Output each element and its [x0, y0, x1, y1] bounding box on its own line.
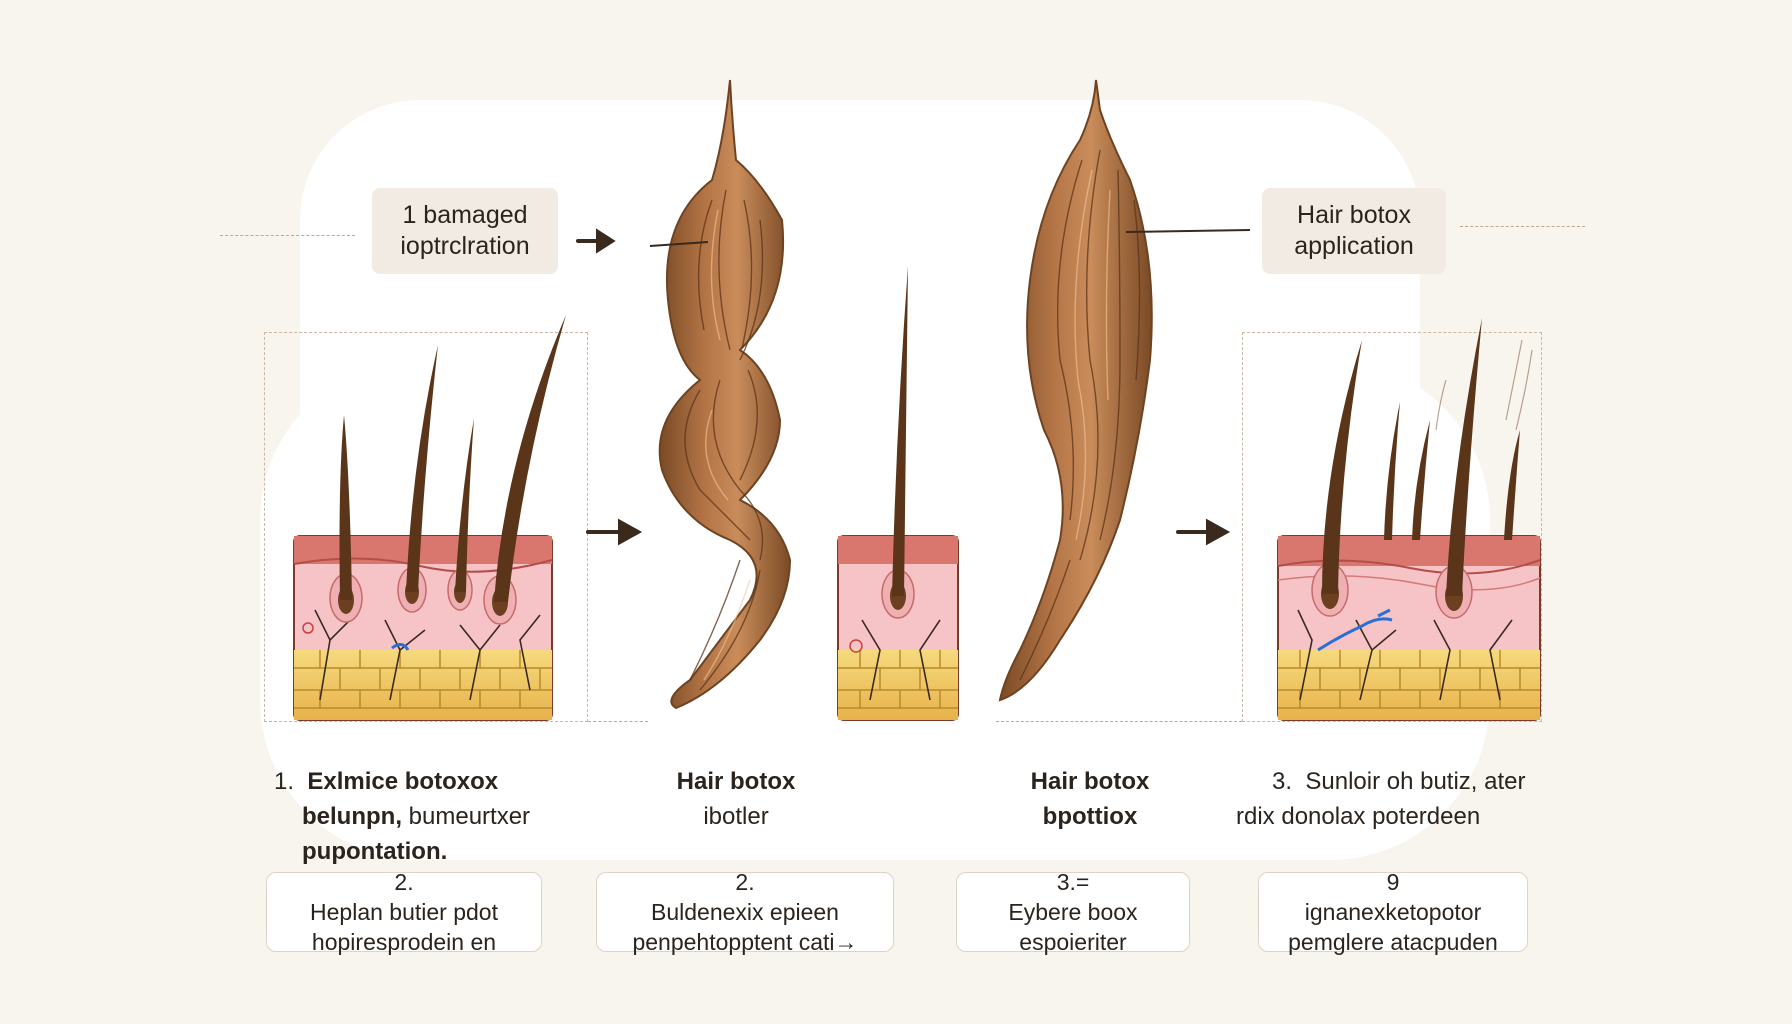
- note-line: penpehtopptent cati→: [632, 929, 858, 955]
- skin-section-3: [837, 266, 959, 721]
- note-line: ignanexketopotor: [1304, 899, 1482, 925]
- panel-frame-4: [1242, 332, 1542, 722]
- label-line: 1 bamaged: [402, 201, 528, 229]
- caption-line: ibotler: [703, 803, 769, 830]
- caption-line: pupontation.: [302, 838, 448, 865]
- smooth-hair-strand: [998, 79, 1153, 702]
- note-number: 2.: [394, 869, 414, 895]
- arrow-middle-1-icon: [586, 518, 643, 546]
- arrow-top-left-icon: [576, 228, 616, 254]
- caption-line: rdix donolax poterdeen: [1236, 803, 1481, 830]
- label-damaged-hair: 1 bamaged ioptrclration: [372, 188, 558, 274]
- caption-bold-word: belunpn,: [302, 803, 402, 830]
- caption-col4: 3. Sunloir oh butiz, ater rdix donolax p…: [1236, 764, 1525, 834]
- guide-line-left: [220, 235, 355, 236]
- pointer-line: [649, 241, 709, 247]
- panel-bottom-line: [996, 721, 1242, 722]
- label-line: Hair botox: [1297, 201, 1411, 229]
- caption-title: Hair botox: [1030, 768, 1150, 795]
- skin-section-4: [1277, 318, 1541, 721]
- caption-col2: Hair botox ibotler: [646, 764, 826, 834]
- guide-line-right: [1460, 226, 1585, 227]
- label-hair-botox-application: Hair botox application: [1262, 188, 1446, 274]
- twisted-hair-strand: [658, 79, 792, 710]
- pointer-line: [1125, 229, 1251, 233]
- note-line: Eybere boox: [1008, 899, 1138, 925]
- note-box-1: 2. Heplan butier pdot hopirespro­dein en: [266, 869, 542, 955]
- arrow-middle-2-icon: [1176, 518, 1231, 546]
- note-box-4: 9 ignanexketopotor pemglere atacpuden: [1258, 869, 1528, 955]
- caption-col3: Hair botox bpottiox: [1000, 764, 1180, 834]
- note-number: 3.=: [1056, 869, 1090, 895]
- caption-title: Hair botox: [676, 768, 796, 795]
- caption-title: Exlmice botoxox: [307, 768, 499, 795]
- label-line: application: [1294, 232, 1414, 260]
- note-line: Heplan butier pdot: [310, 899, 498, 925]
- skin-section-1: [293, 315, 566, 721]
- caption-number: 3.: [1272, 768, 1293, 795]
- note-line: espoieriter: [1019, 929, 1127, 955]
- note-box-2: 2. Buldenexix epieen penpehtopptent cati…: [596, 869, 894, 955]
- caption-col1: 1. Exlmice botoxox belunpn, bumeurtxer p…: [274, 764, 530, 869]
- arrows: [576, 228, 1231, 546]
- panel-bottom-line: [588, 721, 648, 722]
- panel-frame-1: [264, 332, 588, 722]
- caption-number: 1.: [274, 768, 295, 795]
- label-line: ioptrclration: [400, 232, 530, 260]
- caption-line: bpottiox: [1042, 803, 1138, 830]
- note-line: Buldenexix epieen: [651, 899, 839, 925]
- note-number: 9: [1386, 869, 1400, 895]
- note-number: 2.: [735, 869, 755, 895]
- caption-word: bumeurtxer: [408, 803, 531, 830]
- note-line: pemglere atacpuden: [1288, 929, 1498, 955]
- note-line: hopirespro­dein en: [311, 929, 497, 955]
- caption-title: Sunloir oh butiz, ater: [1305, 768, 1526, 795]
- note-box-3: 3.= Eybere boox espoieriter: [956, 869, 1190, 955]
